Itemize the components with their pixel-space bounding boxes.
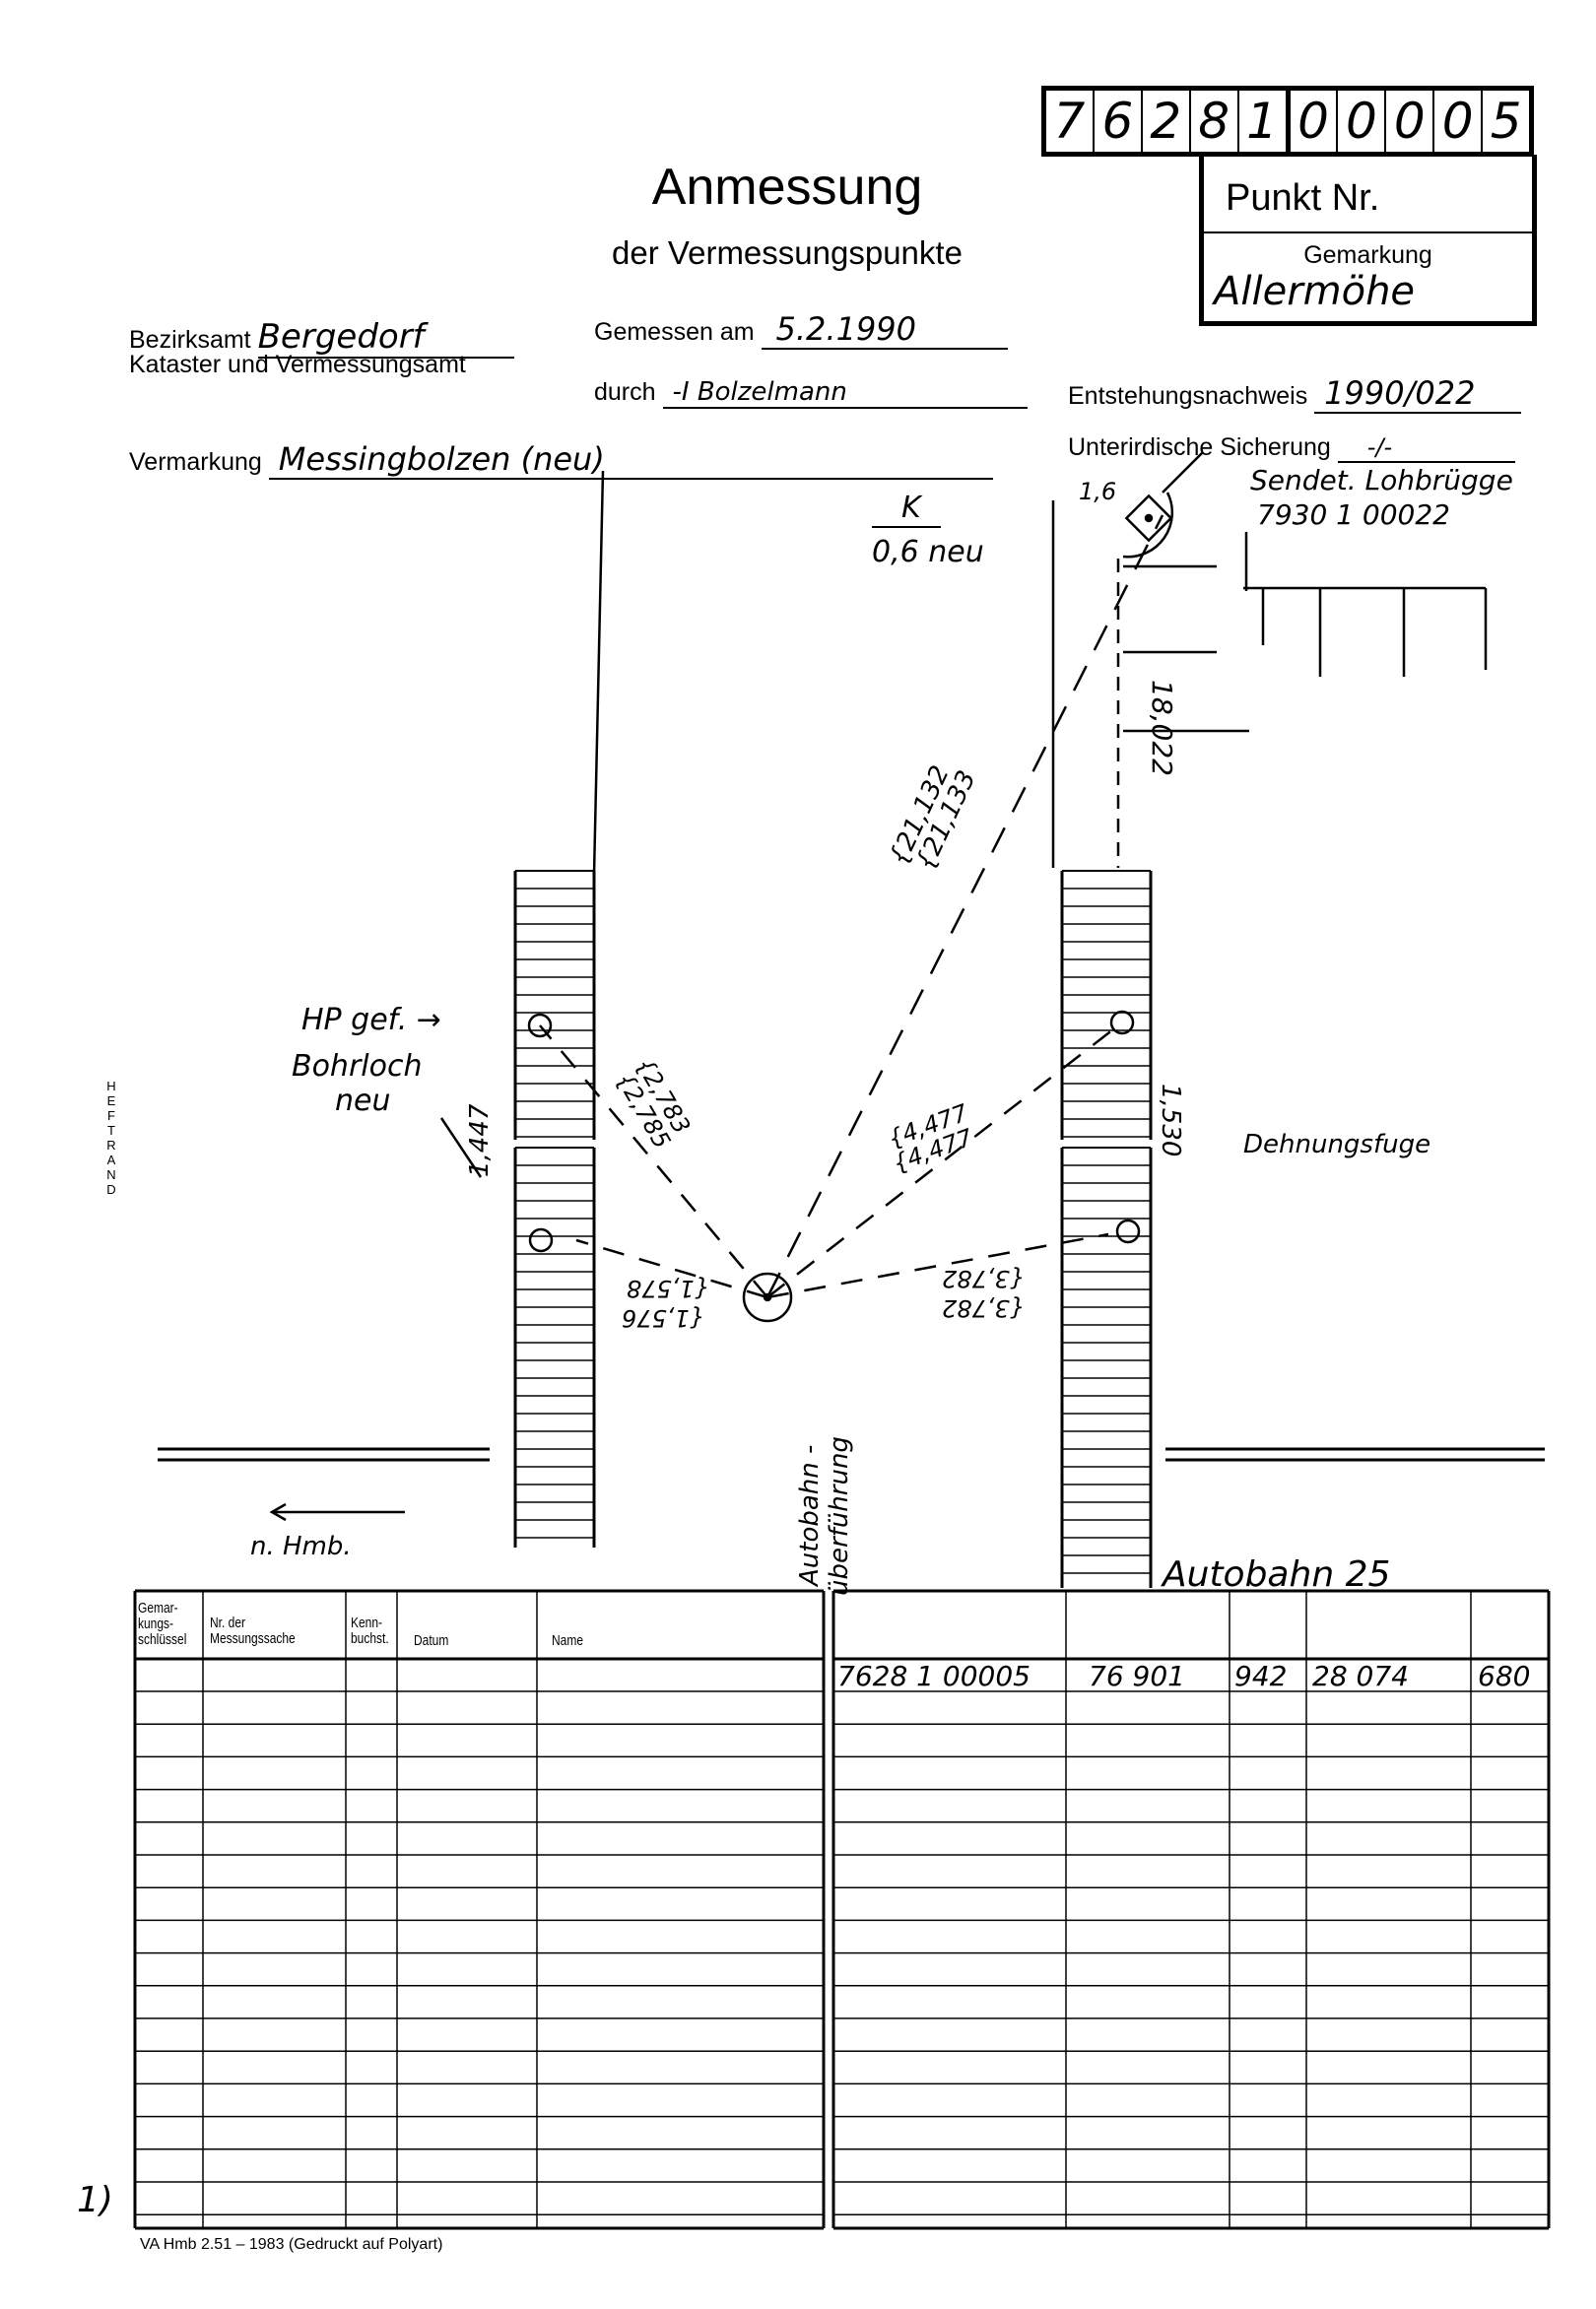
vermarkung-value: Messingbolzen (neu) [268, 440, 993, 480]
digit: 0 [1291, 91, 1339, 152]
distance-label: 1,530 [1156, 1084, 1185, 1156]
autobahn-ueberfuehrung-label: Autobahn - [795, 1445, 825, 1588]
digit: 1 [1239, 91, 1291, 152]
k-label: K [901, 491, 923, 525]
cell-coordinate-2: 28 074 [1312, 1660, 1409, 1692]
footnote-mark: 1) [77, 2180, 113, 2220]
gemessen-am-value: 5.2.1990 [761, 310, 1008, 350]
autobahn-25-label: Autobahn 25 [1161, 1554, 1390, 1595]
cell-coordinate-1-decimal: 942 [1234, 1660, 1288, 1692]
record-tables [133, 1589, 1551, 2230]
vermarkung-field: Vermarkung Messingbolzen (neu) [129, 440, 993, 480]
vermarkung-label: Vermarkung [129, 448, 262, 476]
bolt-point [527, 1013, 553, 1038]
bolt-point [1115, 1219, 1141, 1244]
bohrloch-label: Bohrloch [292, 1049, 422, 1084]
header-kennbuchstabe: Kenn-buchst. [351, 1615, 389, 1647]
bezirksamt-field: Bezirksamt Bergedorf [129, 317, 514, 359]
gemarkung-value: Allermöhe [1214, 269, 1416, 314]
digit: 0 [1386, 91, 1435, 152]
form-footer: VA Hmb 2.51 – 1983 (Gedruckt auf Polyart… [140, 2236, 443, 2253]
digit: 2 [1143, 91, 1191, 152]
direction-label: n. Hmb. [250, 1532, 352, 1561]
bezirksamt-value: Bergedorf [257, 317, 514, 359]
page-subtitle: der Vermessungspunkte [612, 234, 963, 271]
gemarkung-label: Gemarkung [1303, 241, 1432, 269]
durch-field: durch -I Bolzelmann [594, 377, 1028, 409]
header-datum: Datum [414, 1632, 449, 1649]
punkt-nr-label: Punkt Nr. [1204, 155, 1532, 233]
entstehungsnachweis-value: 1990/022 [1314, 374, 1522, 414]
gemessen-am-label: Gemessen am [594, 318, 755, 346]
katasteramt-label: Kataster und Vermessungsamt [129, 351, 466, 378]
autobahn-ueberfuehrung-label: überführung [825, 1436, 854, 1596]
gemessen-am-field: Gemessen am 5.2.1990 [594, 310, 1008, 350]
new-survey-point [742, 1272, 793, 1323]
arc [1122, 492, 1174, 559]
measurement-line [765, 514, 1164, 1298]
neu-label: neu [335, 1084, 390, 1118]
measurement-line [575, 1238, 768, 1299]
durch-label: durch [594, 378, 656, 406]
point-dot [1144, 513, 1154, 523]
digit: 0 [1434, 91, 1484, 152]
pointer-arrow [439, 1117, 483, 1178]
durch-value: -I Bolzelmann [662, 377, 1028, 409]
distance-label: {3,782 [942, 1265, 1025, 1292]
measurement-line [766, 1232, 1109, 1299]
vermarkung-leader-line [592, 470, 605, 876]
digit: 0 [1338, 91, 1387, 152]
punkt-number-box: 7 6 2 8 1 0 0 0 0 5 [1041, 86, 1534, 157]
building-strips [513, 870, 1153, 1588]
digit: 7 [1046, 91, 1095, 152]
dehnungsfuge-label: Dehnungsfuge [1243, 1130, 1430, 1159]
digit: 8 [1191, 91, 1239, 152]
bolt-point [1109, 1010, 1135, 1035]
bolt-point [528, 1227, 554, 1253]
reference-mark-diamond [1124, 494, 1173, 543]
digit: 5 [1490, 93, 1522, 150]
reference-point-number: 7930 1 00022 [1257, 498, 1450, 531]
entstehungsnachweis-field: Entstehungsnachweis 1990/022 [1068, 374, 1522, 414]
offset-label: 1,6 [1079, 478, 1116, 505]
header-name: Name [552, 1632, 584, 1649]
distance-label: 18,022 [1146, 680, 1178, 776]
k-value: 0,6 neu [872, 535, 984, 569]
unterirdische-sicherung-value: -/- [1337, 433, 1515, 463]
punkt-gemarkung-box: Punkt Nr. Gemarkung Allermöhe [1199, 155, 1537, 326]
cell-coordinate-1: 76 901 [1089, 1660, 1185, 1692]
heftrand-label: HEFTRAND [106, 1079, 116, 1197]
measurement-line [539, 1024, 768, 1298]
arrow-line [1162, 452, 1203, 494]
cell-coordinate-2-decimal: 680 [1478, 1660, 1531, 1692]
hp-label: HP gef. → [301, 1003, 441, 1037]
bezirksamt-label: Bezirksamt [129, 326, 251, 354]
distance-label: {3,782 [942, 1294, 1025, 1322]
point-dot [763, 1292, 772, 1302]
cell-punkt-number: 7628 1 00005 [837, 1660, 1031, 1692]
arrow-head-icon [269, 1502, 287, 1522]
entstehungsnachweis-label: Entstehungsnachweis [1068, 382, 1308, 410]
reference-point-name: Sendet. Lohbrügge [1250, 464, 1513, 496]
page-title: Anmessung [651, 159, 923, 216]
distance-label: {1,578 [627, 1275, 709, 1302]
header-gemarkungsschluessel: Gemar-kungs-schlüssel [138, 1600, 187, 1648]
digit: 6 [1095, 91, 1143, 152]
distance-label: {1,576 [622, 1304, 704, 1332]
distance-label: 1,447 [465, 1103, 495, 1177]
